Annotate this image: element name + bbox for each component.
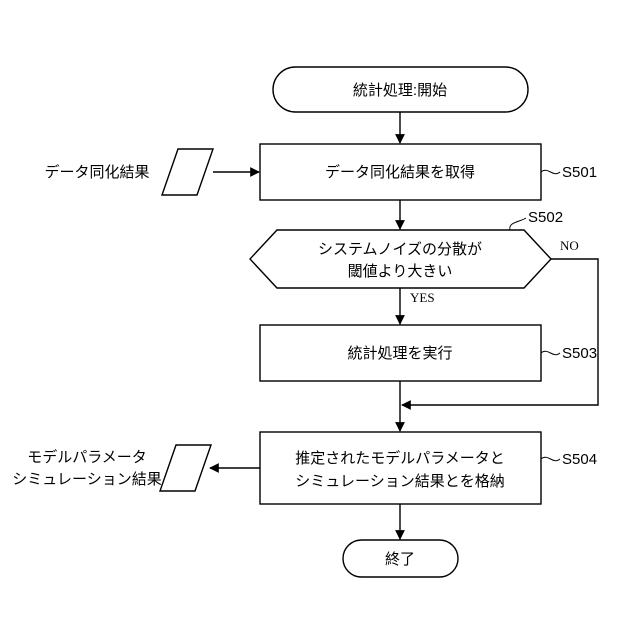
input-data-shape [162,149,213,195]
process-s504-line1: 推定されたモデルパラメータと [295,449,505,467]
s502-leader [510,218,526,230]
process-s503-text: 統計処理を実行 [347,345,452,362]
s504-id: S504 [562,451,597,468]
yes-label: YES [410,290,435,305]
process-s504 [260,432,541,504]
decision-s502-line2: 閾値より大きい [348,263,453,280]
s504-leader [541,457,560,460]
output-label-line2: シミュレーション結果 [12,471,161,488]
input-label: データ同化結果 [44,163,149,181]
s501-leader [541,170,560,173]
s503-leader [541,351,560,354]
end-label: 終了 [385,551,415,568]
s503-id: S503 [562,345,597,362]
output-label-line1: モデルパラメータ [27,448,147,466]
decision-s502-line1: システムノイズの分散が [318,241,482,258]
start-label: 統計処理:開始 [353,82,447,99]
process-s504-line2: シミュレーション結果とを格納 [295,473,504,490]
output-data-shape [160,445,211,491]
no-label: NO [560,238,579,253]
s501-id: S501 [562,164,597,181]
s502-id: S502 [528,209,563,226]
process-s501-text: データ同化結果を取得 [325,163,475,181]
